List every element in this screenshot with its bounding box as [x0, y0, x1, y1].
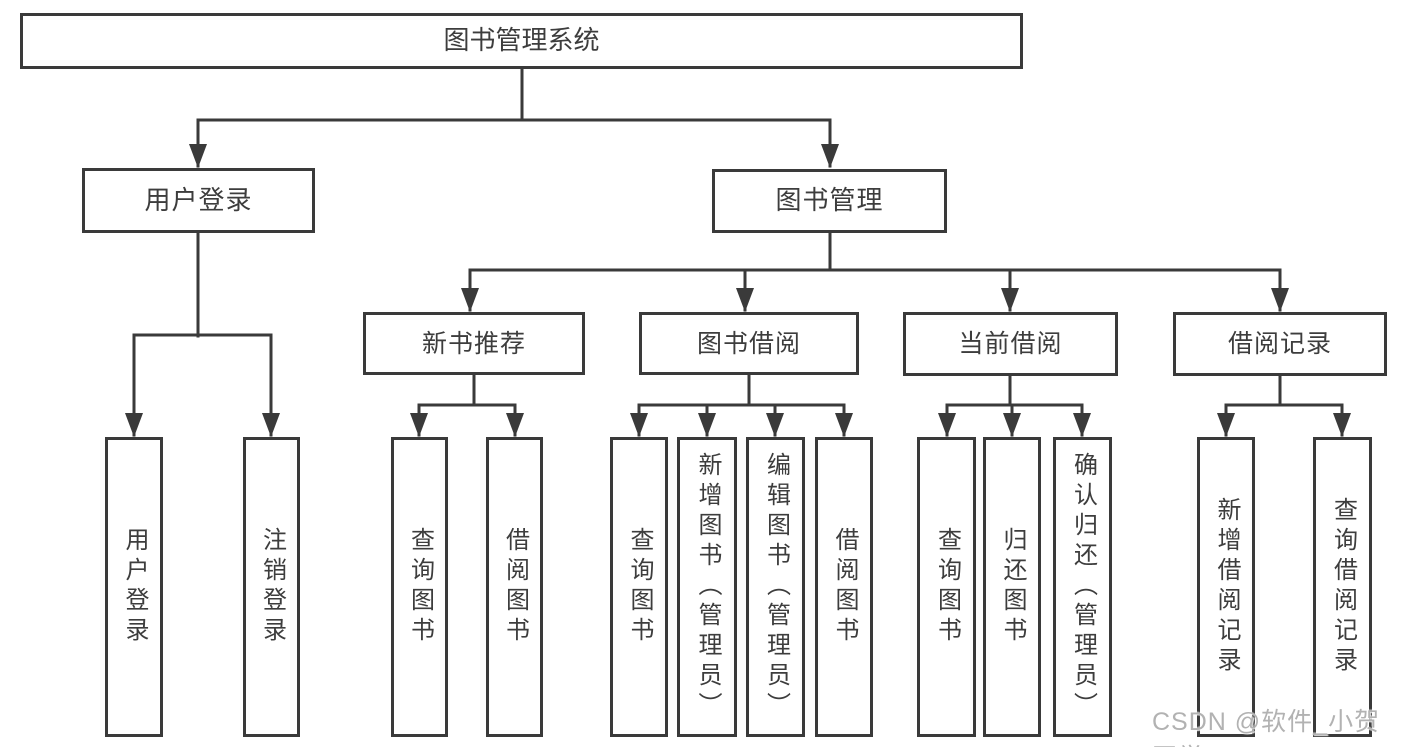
edge-borrow-records-to-leaves: [1217, 373, 1351, 437]
leaf-query-books-current: 查询图书: [917, 437, 976, 737]
leaf-borrow-books-recommend: 借阅图书: [486, 437, 543, 737]
leaf-confirm-return-admin: 确认归还（管理员）: [1053, 437, 1112, 737]
node-new-book-recommendation: 新书推荐: [363, 312, 585, 375]
edge-book-mgmt-to-level3: [461, 231, 1289, 312]
csdn-watermark: CSDN @软件_小贺同学: [1152, 708, 1381, 747]
edge-user-login-to-leaves: [125, 231, 280, 437]
node-book-borrowing: 图书借阅: [639, 312, 859, 375]
leaf-user-login: 用户登录: [105, 437, 163, 737]
edge-book-borrow-to-leaves: [630, 373, 853, 437]
edge-new-book-to-leaves: [410, 373, 524, 437]
leaf-add-borrow-record: 新增借阅记录: [1197, 437, 1255, 737]
leaf-query-books-borrow: 查询图书: [610, 437, 668, 737]
leaf-edit-books-admin: 编辑图书（管理员）: [746, 437, 805, 737]
node-user-login: 用户登录: [82, 168, 315, 233]
node-book-management: 图书管理: [712, 169, 947, 233]
leaf-logout: 注销登录: [243, 437, 300, 737]
node-borrowing-records: 借阅记录: [1173, 312, 1387, 376]
node-library-management-system: 图书管理系统: [20, 13, 1023, 69]
edge-root-to-level2: [189, 66, 839, 168]
leaf-borrow-books: 借阅图书: [815, 437, 873, 737]
node-current-borrowing: 当前借阅: [903, 312, 1118, 376]
leaf-add-books-admin: 新增图书（管理员）: [677, 437, 737, 737]
leaf-query-books-recommend: 查询图书: [391, 437, 448, 737]
leaf-return-books: 归还图书: [983, 437, 1041, 737]
leaf-query-borrow-record: 查询借阅记录: [1313, 437, 1372, 737]
edge-current-borrow-to-leaves: [938, 373, 1091, 437]
